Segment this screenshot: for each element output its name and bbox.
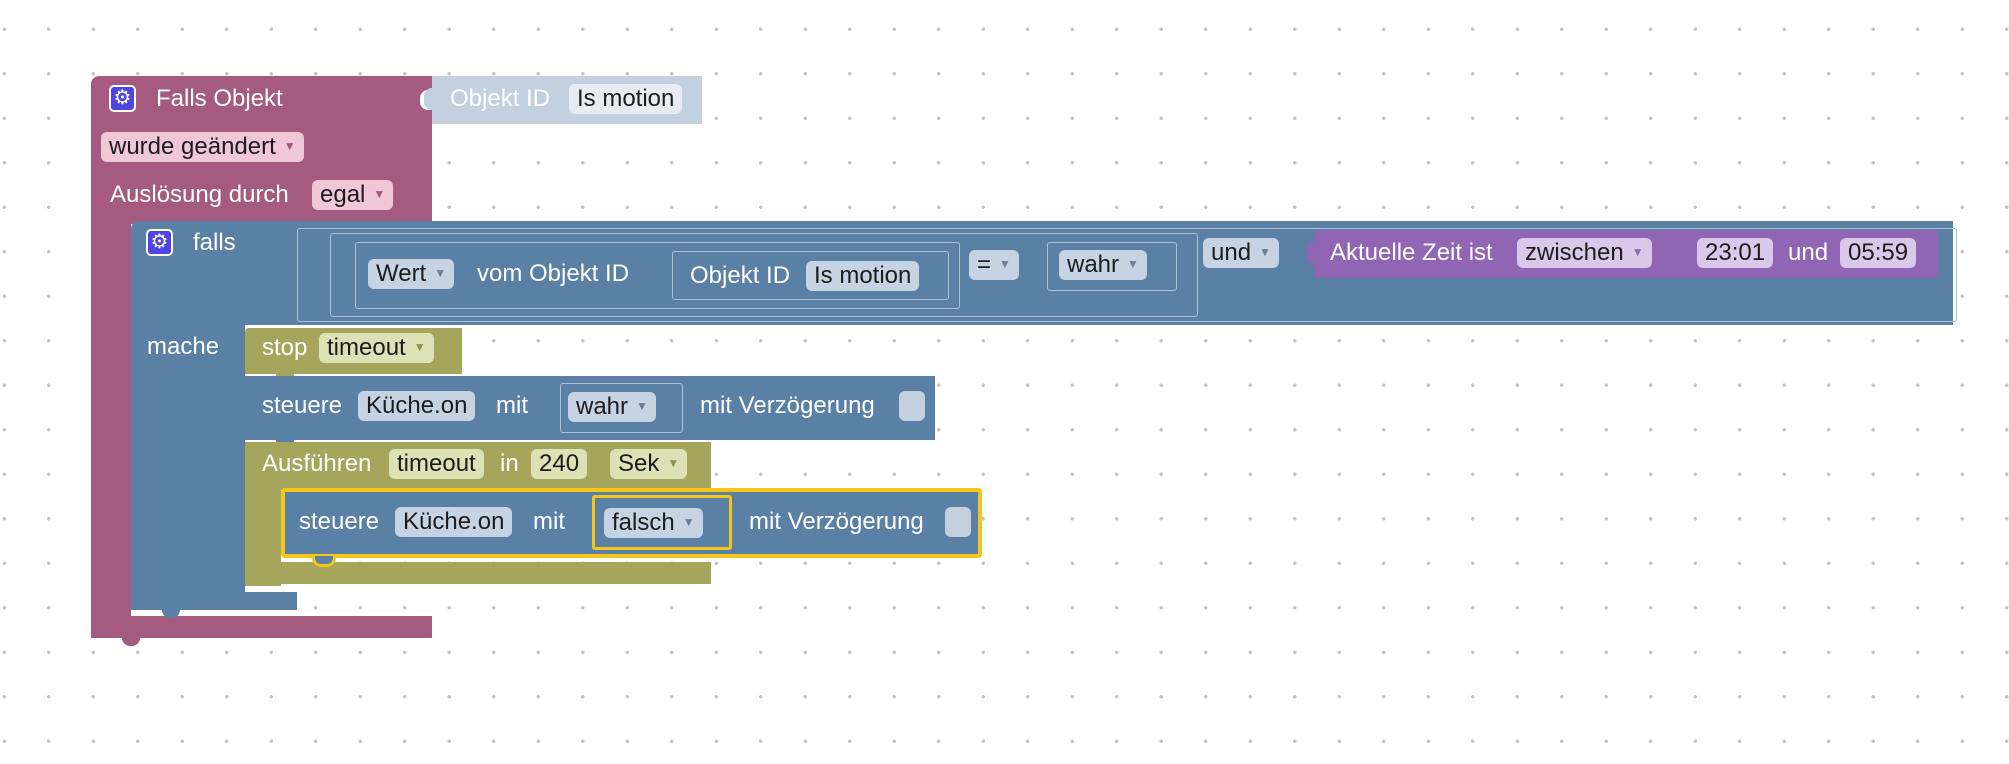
compare-value-dropdown[interactable]: wahr ▼	[1059, 250, 1147, 280]
control-2-delay-label: mit Verzögerung	[749, 508, 924, 535]
gear-icon[interactable]: ⚙	[146, 229, 173, 256]
inner-object-id-field[interactable]: Is motion	[806, 261, 920, 291]
compare-value-outline	[1047, 242, 1177, 291]
time-label: Aktuelle Zeit ist	[1330, 239, 1493, 266]
time-and-label: und	[1788, 239, 1829, 266]
control-1-label: steuere	[262, 392, 343, 419]
operator-value: =	[977, 251, 992, 278]
change-mode-value: wurde geändert	[109, 133, 276, 160]
and-operator-value: und	[1211, 239, 1252, 266]
control-1-mit-label: mit	[496, 392, 528, 419]
control-2-value-dropdown[interactable]: falsch ▼	[604, 508, 703, 538]
chevron-down-icon: ▼	[636, 398, 648, 413]
chevron-down-icon: ▼	[1631, 244, 1644, 259]
object-id-label: Objekt ID	[450, 85, 551, 112]
and-operator-dropdown[interactable]: und ▼	[1203, 238, 1279, 268]
chevron-down-icon: ▼	[682, 514, 695, 529]
operator-dropdown[interactable]: =▼	[969, 250, 1019, 280]
compare-condition-outline	[330, 233, 1198, 317]
change-mode-dropdown[interactable]: wurde geändert ▼	[101, 132, 304, 162]
mache-label: mache	[147, 333, 220, 360]
and-condition-outline	[297, 228, 1957, 322]
value-type-dropdown[interactable]: Wert ▼	[368, 259, 455, 289]
time-range-connector	[1306, 242, 1314, 264]
control-2-value-outline	[592, 495, 732, 550]
timeout-in-label: in	[500, 450, 519, 477]
control-1-value: wahr	[576, 393, 629, 420]
chevron-down-icon: ▼	[1127, 256, 1139, 271]
control-1-value-dropdown[interactable]: wahr ▼	[568, 392, 656, 422]
falls-label: falls	[193, 229, 236, 256]
control-2-value: falsch	[612, 509, 675, 536]
timeout-timer-field[interactable]: timeout	[389, 449, 484, 479]
chevron-down-icon: ▼	[1259, 244, 1271, 259]
control-1-delay-label: mit Verzögerung	[700, 392, 875, 419]
control-2-delay-checkbox[interactable]	[945, 507, 971, 537]
time-start-field[interactable]: 23:01	[1697, 238, 1774, 268]
chevron-down-icon: ▼	[413, 339, 426, 354]
control-2-mit-label: mit	[533, 508, 565, 535]
chevron-down-icon: ▼	[373, 186, 386, 201]
time-end-field[interactable]: 05:59	[1840, 238, 1917, 268]
control-2-object-field[interactable]: Küche.on	[395, 507, 513, 537]
value-type-value: Wert	[376, 260, 427, 287]
chevron-down-icon: ▼	[434, 265, 447, 280]
inner-object-id-outline	[672, 251, 949, 300]
control-1-delay-checkbox[interactable]	[899, 391, 925, 421]
control-1-value-outline	[560, 383, 683, 433]
vom-objekt-label: vom Objekt ID	[477, 260, 630, 287]
time-mode-dropdown[interactable]: zwischen ▼	[1517, 238, 1652, 268]
control-block-2-notch	[312, 556, 336, 567]
chevron-down-icon: ▼	[999, 256, 1011, 271]
timeout-duration-field[interactable]: 240	[531, 449, 588, 479]
timeout-unit-dropdown[interactable]: Sek ▼	[610, 449, 688, 479]
chevron-down-icon: ▼	[283, 138, 296, 153]
chevron-down-icon: ▼	[667, 455, 680, 470]
inner-object-id-label: Objekt ID	[690, 262, 791, 289]
time-mode-value: zwischen	[1525, 239, 1624, 266]
compare-value: wahr	[1067, 251, 1120, 278]
object-id-connector	[424, 88, 432, 110]
trigger-title: Falls Objekt	[156, 85, 283, 112]
triggered-by-value: egal	[320, 181, 366, 208]
triggered-by-dropdown[interactable]: egal ▼	[312, 180, 394, 210]
gear-icon[interactable]: ⚙	[109, 85, 136, 112]
control-2-label: steuere	[299, 508, 380, 535]
timeout-unit-value: Sek	[618, 450, 660, 477]
timeout-label: Ausführen	[262, 450, 372, 477]
triggered-by-label: Auslösung durch	[110, 181, 289, 208]
control-1-object-field[interactable]: Küche.on	[358, 391, 476, 421]
stop-label: stop	[262, 334, 308, 361]
get-value-outline	[355, 242, 960, 309]
stop-timer-value: timeout	[327, 334, 406, 361]
stop-timer-dropdown[interactable]: timeout ▼	[319, 333, 434, 363]
object-id-field[interactable]: Is motion	[569, 84, 683, 114]
